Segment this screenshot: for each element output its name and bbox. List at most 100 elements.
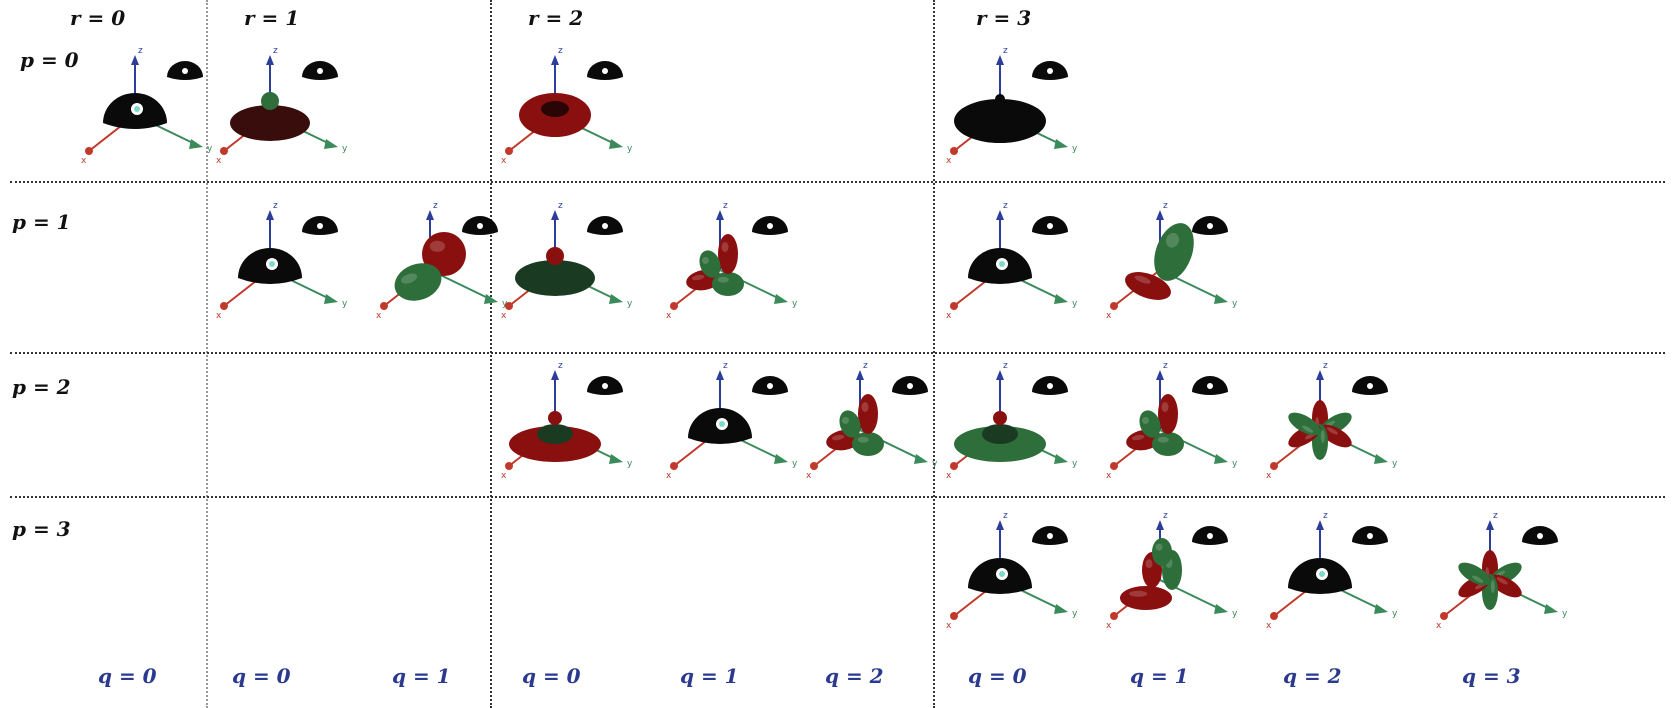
- z-arrow-icon: [996, 210, 1004, 220]
- y-axis-letter: y: [1072, 609, 1078, 619]
- y-axis-letter: y: [932, 459, 938, 469]
- inset-node-point: [1367, 533, 1373, 539]
- inset-node-point: [1047, 68, 1053, 74]
- z-axis-letter: z: [138, 46, 143, 56]
- y-axis-letter: y: [207, 144, 213, 154]
- lobe-highlight: [1496, 577, 1508, 585]
- inset-node-point: [1367, 383, 1373, 389]
- lobe: [1120, 586, 1172, 610]
- y-axis-letter: y: [1392, 609, 1398, 619]
- harmonic-glyph-p2-r2-q1: zxy: [666, 361, 798, 481]
- lobe-highlight: [702, 256, 710, 264]
- z-arrow-icon: [551, 55, 559, 65]
- x-axis-letter: x: [1436, 621, 1442, 631]
- lobe-highlight: [717, 276, 729, 283]
- lobe: [1139, 410, 1161, 438]
- x-axis-letter: x: [1106, 311, 1112, 321]
- harmonic-glyph-p3-r3-q0: zxy: [946, 511, 1078, 631]
- inset-node-point: [1047, 533, 1053, 539]
- polar-lobe: [546, 247, 564, 265]
- x-arrow-icon: [505, 462, 513, 470]
- harmonic-glyph-p2-r3-q1: zxy: [1106, 361, 1238, 481]
- lobe-highlight: [429, 240, 446, 252]
- x-axis-letter: x: [1106, 621, 1112, 631]
- inset-node-point: [182, 68, 188, 74]
- z-axis-letter: z: [558, 201, 563, 211]
- glyph-body: zxy: [216, 201, 348, 321]
- x-axis-letter: x: [216, 311, 222, 321]
- y-axis-letter: y: [1072, 299, 1078, 309]
- harmonic-glyph-p3-r3-q1: zxy: [1106, 511, 1238, 631]
- z-arrow-icon: [996, 55, 1004, 65]
- q-label: q = 0: [968, 664, 1027, 688]
- z-arrow-icon: [1316, 370, 1324, 380]
- petal-lobe: [1489, 574, 1522, 598]
- inset-node-point: [767, 383, 773, 389]
- x-arrow-icon: [505, 302, 513, 310]
- y-arrow-icon: [1054, 604, 1068, 614]
- inset-node-point: [1047, 223, 1053, 229]
- inset-node-point: [317, 68, 323, 74]
- node-point: [269, 261, 275, 267]
- y-axis-letter: y: [502, 299, 508, 309]
- lobe-highlight: [857, 436, 869, 443]
- equatorial-lobe: [515, 260, 595, 296]
- row-divider: [10, 181, 1665, 183]
- y-axis-letter: y: [1392, 459, 1398, 469]
- x-axis-letter: x: [946, 156, 952, 166]
- y-axis-letter: y: [627, 299, 633, 309]
- z-axis-letter: z: [723, 361, 728, 371]
- column-divider: [206, 0, 208, 708]
- lobe: [1152, 538, 1172, 566]
- node-point: [999, 571, 1005, 577]
- lobe-highlight: [1320, 430, 1325, 443]
- lobe-highlight: [842, 416, 850, 424]
- row-header-p1: p = 1: [12, 210, 71, 234]
- row-header-p3: p = 3: [12, 517, 71, 541]
- inset-node-point: [602, 383, 608, 389]
- z-axis-letter: z: [1163, 361, 1168, 371]
- y-axis-letter: y: [1562, 609, 1568, 619]
- inset-node-point: [907, 383, 913, 389]
- y-arrow-icon: [1374, 454, 1388, 464]
- harmonic-glyph-p0-r2-q0: zxy: [501, 46, 633, 166]
- polar-lobe: [261, 92, 279, 110]
- y-axis-letter: y: [342, 299, 348, 309]
- petal-lobe: [1288, 412, 1321, 436]
- y-arrow-icon: [1374, 604, 1388, 614]
- y-arrow-icon: [189, 139, 203, 149]
- inset-node-point: [767, 223, 773, 229]
- equatorial-lobe: [230, 105, 310, 141]
- glyph-body: zxy: [946, 361, 1078, 481]
- y-arrow-icon: [1054, 454, 1068, 464]
- node-point: [1319, 571, 1325, 577]
- z-axis-letter: z: [1323, 511, 1328, 521]
- glyph-body: zxy: [501, 46, 633, 166]
- harmonic-glyph-p1-r1-q1: zxy: [376, 201, 508, 321]
- x-axis-letter: x: [501, 311, 507, 321]
- q-label: q = 1: [392, 664, 451, 688]
- row-header-p2: p = 2: [12, 375, 71, 399]
- glyph-body: zxy: [806, 361, 938, 481]
- column-header-r0: r = 0: [70, 6, 126, 30]
- torus-hole: [541, 101, 569, 117]
- lobe-highlight: [1134, 275, 1151, 284]
- y-arrow-icon: [609, 454, 623, 464]
- y-axis-letter: y: [792, 299, 798, 309]
- x-arrow-icon: [1110, 612, 1118, 620]
- x-axis-letter: x: [806, 471, 812, 481]
- disc-lobe: [954, 99, 1046, 143]
- z-axis-letter: z: [558, 361, 563, 371]
- x-axis-letter: x: [946, 621, 952, 631]
- glyph-body: zxy: [1436, 511, 1568, 631]
- lobe: [1152, 432, 1184, 456]
- lobe-highlight: [721, 242, 729, 252]
- lobe-highlight: [861, 402, 869, 412]
- z-arrow-icon: [856, 370, 864, 380]
- glyph-body: zxy: [666, 201, 798, 321]
- lobe-highlight: [1157, 436, 1169, 443]
- x-arrow-icon: [1110, 462, 1118, 470]
- z-arrow-icon: [716, 210, 724, 220]
- harmonic-glyph-p3-r3-q3: zxy: [1436, 511, 1568, 631]
